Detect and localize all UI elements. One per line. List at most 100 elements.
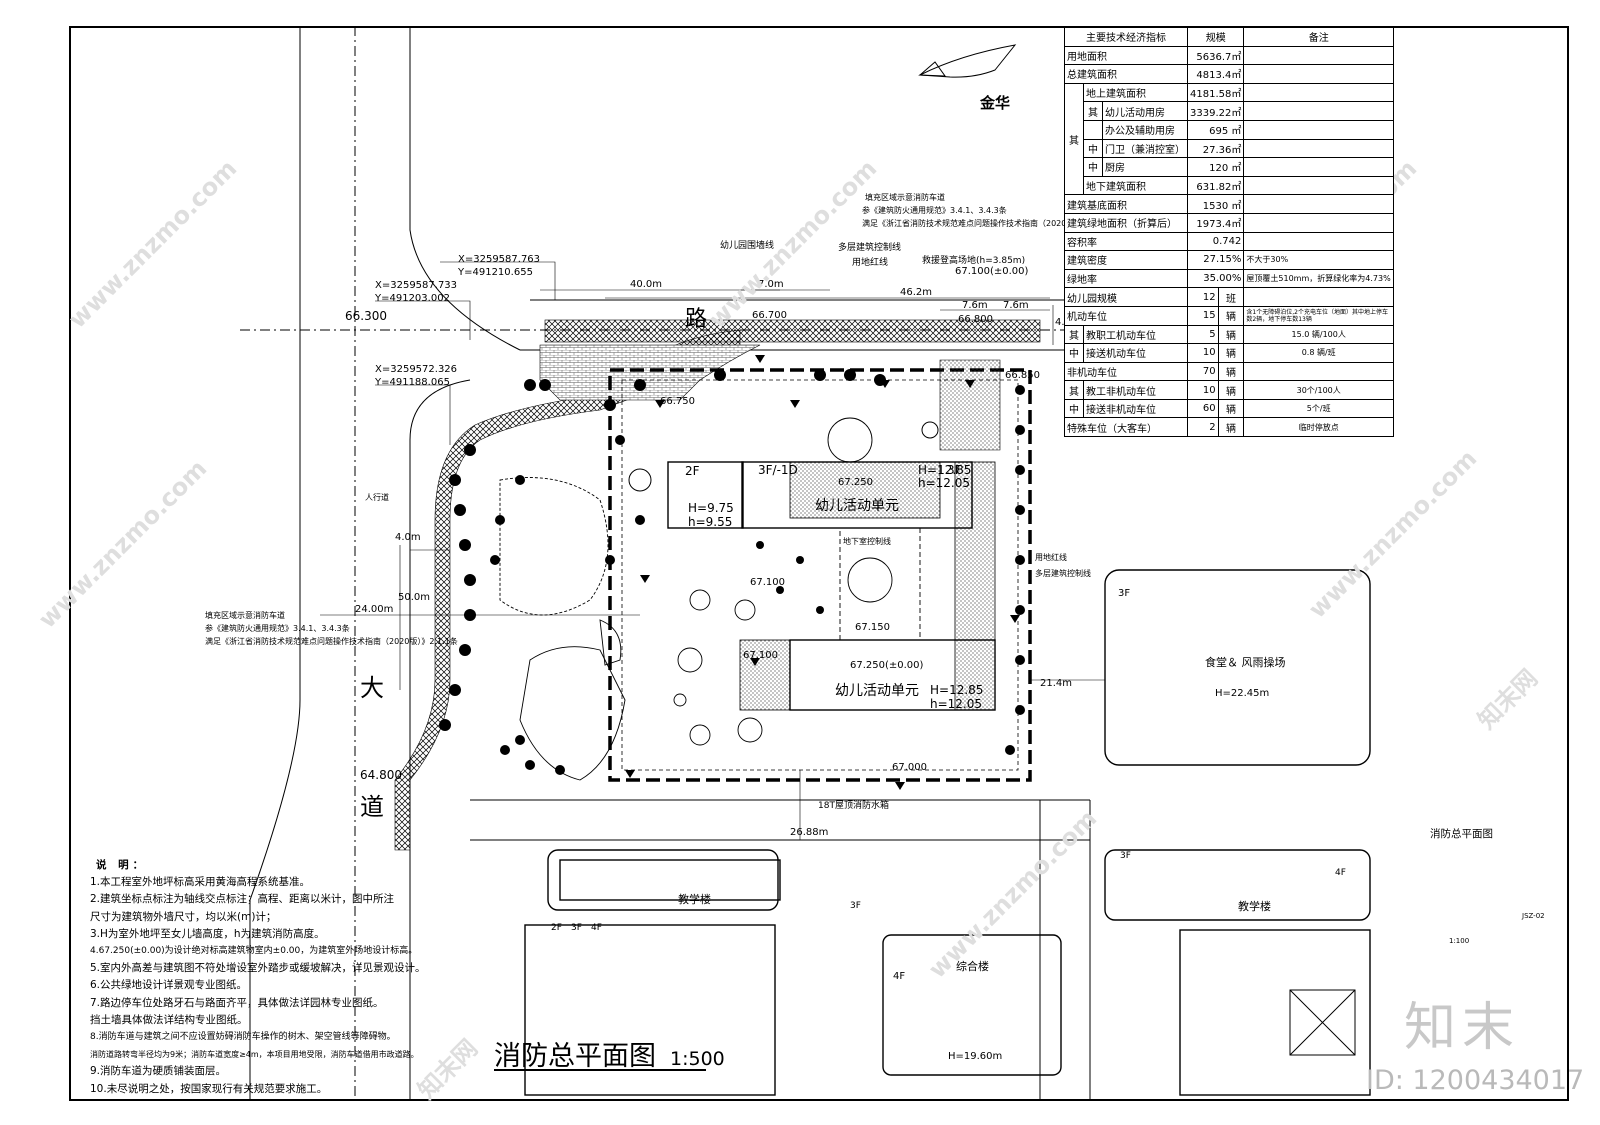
floor-3f: 3F [947, 463, 962, 477]
row-label: 用地面积 [1063, 45, 1189, 66]
table-row: 其 地上建筑面积 4181.58㎡ [1064, 82, 1394, 196]
row-note [1243, 157, 1394, 177]
complex-floor: 4F [893, 971, 905, 982]
label-ref-left: 参《建筑防火通用规范》3.4.1、3.4.3条 [205, 623, 350, 633]
height-9-55: h=9.55 [688, 515, 732, 529]
note-line: 10.未尽说明之处，按国家现行有关规范要求施工。 [90, 1082, 328, 1095]
logo-text: 金华 [979, 94, 1010, 112]
teaching-building-left: 教学楼 [678, 892, 711, 906]
row-label: 幼儿活动用房 [1101, 101, 1189, 121]
elev-67150: 67.150 [855, 622, 890, 633]
table-row: 中 厨房 120 ㎡ [1065, 157, 1394, 177]
table-row: 其 幼儿活动用房 3339.22㎡ [1065, 101, 1394, 121]
table-row: 建筑基底面积 1530 ㎡ [1063, 194, 1394, 214]
row-note: 临时停放点 [1243, 417, 1394, 438]
table-header-scale: 规模 [1187, 27, 1245, 47]
row-unit: 班 [1217, 287, 1245, 307]
row-label: 绿地率 [1063, 268, 1189, 289]
row-value: 0.742 [1187, 231, 1245, 252]
row-label: 教工非机动车位 [1082, 380, 1189, 400]
drawing-title-text: 消防总平面图 [494, 1041, 656, 1072]
row-unit: 辆 [1217, 343, 1245, 363]
row-value: 5636.7㎡ [1187, 45, 1245, 66]
coord-3-y: Y=491188.065 [374, 377, 450, 388]
teaching-building-right: 教学楼 [1238, 899, 1271, 913]
row-value: 1530 ㎡ [1187, 194, 1245, 214]
dim-46-2m: 46.2m [900, 287, 932, 298]
table-row: 建筑绿地面积（折算后） 1973.4㎡ [1063, 212, 1394, 233]
canteen-label: 食堂＆ 风雨操场 [1205, 655, 1286, 669]
row-value: 4181.58㎡ [1187, 82, 1245, 103]
row-unit: 辆 [1217, 305, 1245, 326]
floor-4f-l: 4F [591, 923, 602, 933]
fire-access-markers [625, 355, 1020, 790]
group-char: 其 [1064, 324, 1084, 345]
table-row: 中 接送非机动车位 60 辆 5个/班 [1064, 398, 1394, 419]
table-row: 地下建筑面积 631.82㎡ [1065, 175, 1394, 196]
floor-3f-1d: 3F/-1D [758, 463, 798, 477]
group-char: 其 [1083, 101, 1103, 121]
table-row: 用地面积 5636.7㎡ [1063, 45, 1394, 66]
logo-mark [918, 44, 1017, 78]
note-line: 5.室内外高差与建筑图不符处增设室外踏步或缓坡解决，详见景观设计。 [90, 962, 426, 975]
table-row: 绿地率 35.00% 屋顶覆土510mm，折算绿化率为4.73% [1063, 268, 1394, 289]
row-note: 5个/班 [1243, 398, 1394, 419]
row-value: 3339.22㎡ [1187, 101, 1245, 121]
label-wall: 幼儿园围墙线 [720, 239, 774, 251]
group-char: 中 [1083, 138, 1103, 159]
dim-26-88m: 26.88m [790, 827, 828, 838]
row-label: 特殊车位（大客车） [1063, 417, 1189, 438]
elev-66850: 66.850 [1005, 370, 1040, 381]
elev-67000: 67.000 [892, 762, 927, 773]
label-fire-lane-left: 填充区域示意消防车道 [205, 610, 285, 620]
elev-66750: 66.750 [660, 396, 695, 407]
elev-67250: 67.250 [838, 477, 873, 488]
buildings [524, 461, 1371, 1096]
table-row: 建筑密度 27.15% 不大于30% [1063, 250, 1394, 270]
group-char: 其 [1064, 82, 1084, 196]
group-char: 其 [1064, 380, 1084, 400]
dim-24m: 24.00m [355, 604, 393, 615]
group-char: 中 [1064, 398, 1084, 419]
note-line: 消防道路转弯半径均为9米；消防车道宽度≥4m，本项目用地受限，消防车道借用市政道… [90, 1050, 419, 1060]
road-name-top: 路 [685, 307, 707, 332]
dim-21-4m: 21.4m [1040, 678, 1072, 689]
row-value: 695 ㎡ [1187, 119, 1245, 140]
dim-50m: 50.0m [398, 592, 430, 603]
note-line: 2.建筑坐标点标注为轴线交点标注；高程、距离以米计，图中所注 [90, 893, 395, 906]
label-platform: 救援登高场地(h=3.85m) [922, 254, 1025, 266]
row-label: 厨房 [1101, 157, 1189, 177]
coord-1-y: Y=491210.655 [457, 267, 533, 278]
row-label: 门卫（兼消控室） [1101, 138, 1189, 159]
floor-3f-r: 3F [1120, 851, 1131, 861]
height-12-85-a: H=12.85 [918, 463, 971, 477]
side-drawing-code: JSZ-02 [1522, 912, 1545, 920]
table-header-indicator: 主要技术经济指标 [1063, 27, 1189, 47]
height-9-75: H=9.75 [688, 501, 734, 515]
row-label: 建筑密度 [1063, 250, 1189, 270]
row-label: 机动车位 [1063, 305, 1189, 326]
side-scale: 1:100 [1449, 937, 1470, 945]
table-header-note: 备注 [1243, 27, 1394, 47]
height-12-05-a: h=12.05 [918, 476, 970, 490]
table-row: 机动车位 15 辆 含1个无障碍泊位,2个充电车位（地面）其中地上停车数2辆，地… [1063, 305, 1394, 326]
table-row: 其 教工非机动车位 10 辆 30个/100人 [1064, 380, 1394, 400]
elev-67100-top: 67.100(±0.00) [955, 266, 1029, 277]
dim-7m: 7.0m [758, 279, 784, 290]
design-notes: 说 明： 1.本工程室外地坪标高采用黄海高程系统基准。 2.建筑坐标点标注为轴线… [90, 857, 510, 1098]
watermark-logo: 知末 [1404, 998, 1521, 1058]
row-value: 1973.4㎡ [1187, 212, 1245, 233]
row-label: 建筑绿地面积（折算后） [1063, 212, 1189, 233]
row-value: 27.36㎡ [1187, 138, 1245, 159]
row-label: 地上建筑面积 [1082, 82, 1189, 103]
row-label: 容积率 [1063, 231, 1189, 252]
label-redline-right: 用地红线 [1035, 552, 1067, 562]
row-note [1243, 212, 1394, 233]
row-note: 屋顶覆土510mm，折算绿化率为4.73% [1243, 268, 1394, 289]
label-sidewalk: 人行道 [365, 492, 389, 502]
trees [439, 369, 1025, 775]
table-row: 特殊车位（大客车） 2 辆 临时停放点 [1063, 417, 1394, 438]
dim-7-6m-b: 7.6m [1003, 300, 1029, 311]
complex-building: 综合楼 [956, 959, 989, 973]
